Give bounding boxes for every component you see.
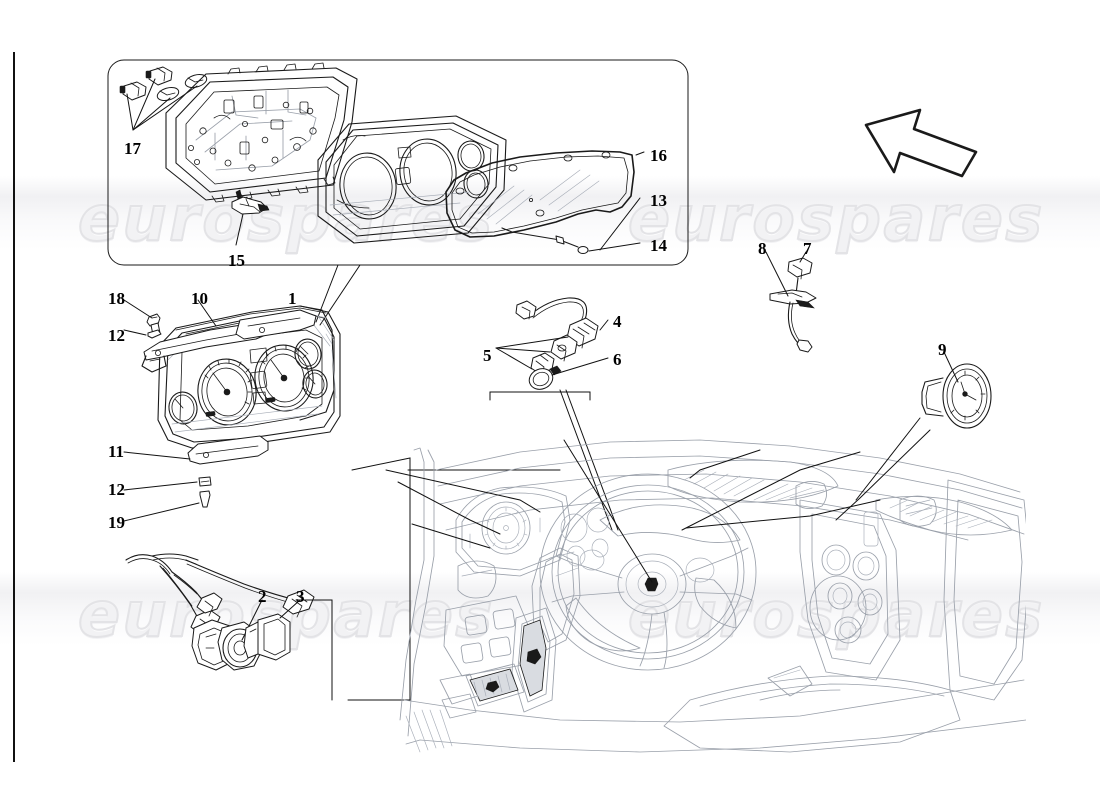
- inset-bracket-clip: [231, 189, 270, 246]
- dashboard-view: [399, 439, 1026, 753]
- inset-frame: [107, 59, 689, 266]
- callout-17: 17: [124, 139, 141, 158]
- upper-support-bracket: [141, 299, 317, 373]
- callout-16: 16: [650, 146, 667, 165]
- callout-4: 4: [613, 312, 622, 331]
- callout-6: 6: [613, 350, 622, 369]
- outside-temperature-sensor: [765, 251, 817, 353]
- callout-7: 7: [803, 239, 812, 258]
- left-page-edge-rule: [13, 52, 15, 762]
- callout-12-lower: 12: [108, 480, 125, 499]
- callout-13: 13: [650, 191, 667, 210]
- view-direction-arrow: [864, 108, 978, 178]
- callout-8: 8: [758, 239, 767, 258]
- callout-14: 14: [650, 236, 667, 255]
- callout-15: 15: [228, 251, 245, 270]
- callout-11: 11: [108, 442, 125, 461]
- inset-cluster-backplate: [165, 62, 358, 203]
- callout-19: 19: [108, 513, 125, 532]
- callout-9: 9: [938, 340, 947, 359]
- callout-12-upper: 12: [108, 326, 125, 345]
- lighter-bezel-trim: [243, 599, 301, 661]
- callout-5: 5: [483, 346, 492, 365]
- inset-glass-lens: [445, 150, 645, 254]
- callout-1: 1: [288, 289, 297, 308]
- bulb-and-socket-group: [489, 297, 619, 531]
- analogue-clock: [921, 351, 992, 429]
- inset-to-cluster-leaders: [315, 264, 361, 326]
- lower-support-bracket: [123, 435, 269, 465]
- callout-18: 18: [108, 289, 125, 308]
- fastener-18-12-upper: [123, 299, 162, 339]
- dashboard-pointer-lines: [385, 417, 931, 583]
- reference-leaders: [295, 457, 561, 701]
- callout-10: 10: [191, 289, 208, 308]
- callout-2: 2: [258, 587, 267, 606]
- inset-bulb-holders: [119, 66, 208, 131]
- fastener-12-19-lower: [123, 476, 212, 522]
- callout-3: 3: [296, 587, 305, 606]
- inset-cluster-bezel: [317, 115, 507, 244]
